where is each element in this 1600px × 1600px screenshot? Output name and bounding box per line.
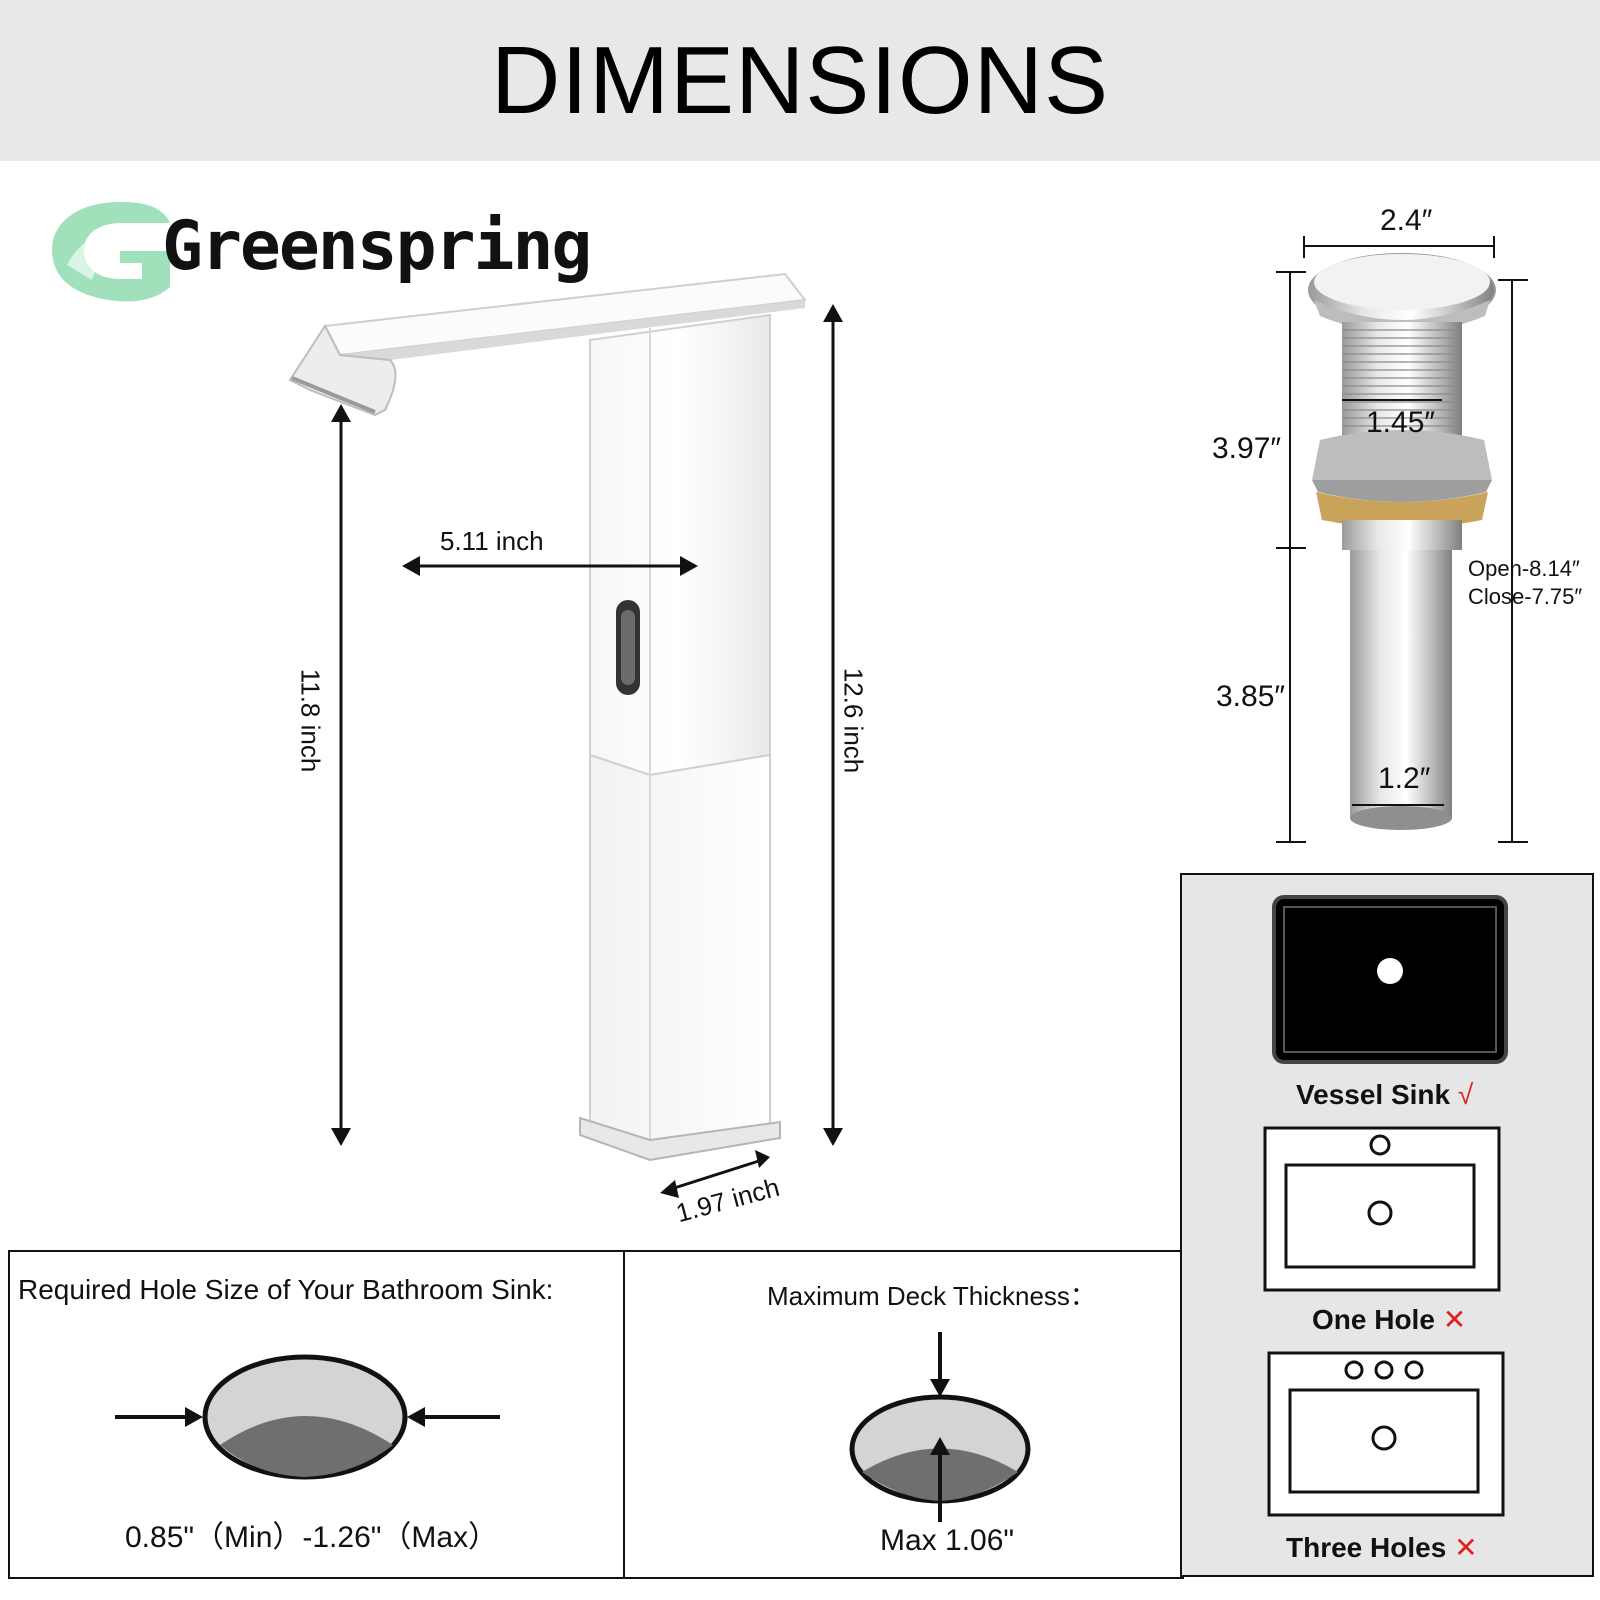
hole-size-panel: Required Hole Size of Your Bathroom Sink… xyxy=(8,1250,627,1579)
three-holes-sink-icon xyxy=(1267,1351,1505,1517)
cross-icon: ✕ xyxy=(1442,1304,1467,1335)
drain-lower-length-label: 3.85″ xyxy=(1216,680,1286,713)
drain-close-length-label: Close-7.75″ xyxy=(1468,584,1583,609)
drain-upper-length-label: 3.97″ xyxy=(1212,432,1282,465)
page-title: DIMENSIONS xyxy=(490,26,1110,134)
one-hole-label: One Hole ✕ xyxy=(1312,1304,1467,1335)
check-icon: √ xyxy=(1457,1079,1474,1110)
brand-logo: Greenspring xyxy=(42,195,592,305)
vessel-sink-icon xyxy=(1272,895,1508,1064)
deck-thickness-diagram xyxy=(849,1332,1031,1522)
deck-thickness-value: Max 1.06" xyxy=(880,1524,1015,1557)
vessel-sink-label: Vessel Sink √ xyxy=(1296,1079,1474,1110)
faucet-illustration xyxy=(288,272,807,1162)
hole-size-diagram xyxy=(115,1354,500,1480)
one-hole-sink-icon xyxy=(1263,1126,1501,1292)
drain-thread-diameter-label: 1.45″ xyxy=(1366,406,1436,439)
header-banner: DIMENSIONS xyxy=(0,0,1600,161)
sink-types-panel: Vessel Sink √ One Hole ✕ Three Holes ✕ xyxy=(1180,873,1594,1577)
hole-size-title: Required Hole Size of Your Bathroom Sink… xyxy=(18,1274,554,1305)
drain-open-length-label: Open-8.14″ xyxy=(1468,556,1580,581)
drain-cap-diameter-label: 2.4″ xyxy=(1380,204,1433,237)
deck-thickness-panel: Maximum Deck Thickness： Max 1.06" xyxy=(623,1250,1184,1579)
leaf-logo-icon xyxy=(52,201,170,302)
brand-name: Greenspring xyxy=(162,207,592,286)
spout-reach-label: 5.11 inch xyxy=(440,526,544,556)
cross-icon: ✕ xyxy=(1454,1532,1478,1563)
hole-size-value: 0.85"（Min）-1.26"（Max） xyxy=(125,1521,499,1554)
drain-illustration xyxy=(1308,253,1496,830)
deck-thickness-title: Maximum Deck Thickness： xyxy=(767,1281,1096,1311)
three-holes-label: Three Holes ✕ xyxy=(1286,1532,1478,1563)
drain-tail-diameter-label: 1.2″ xyxy=(1378,762,1431,795)
